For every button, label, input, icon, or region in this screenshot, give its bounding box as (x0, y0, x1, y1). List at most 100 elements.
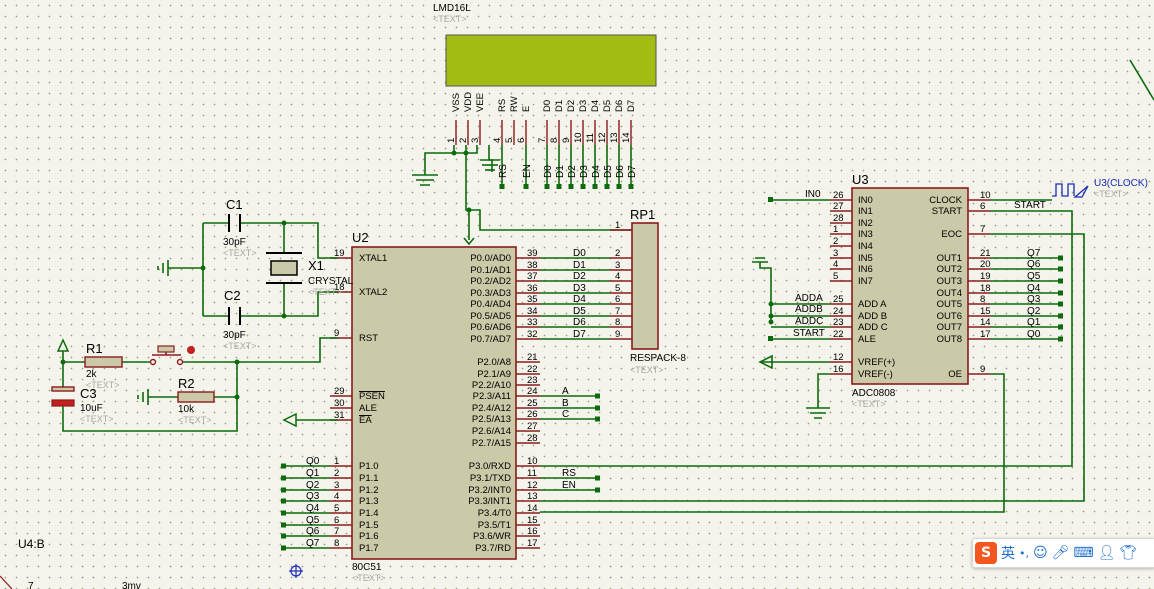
u3-left-pin-number: 1 (833, 224, 838, 235)
u2-left-pin-number: 7 (334, 526, 339, 537)
ime-language-toggle[interactable]: 英 (1001, 546, 1015, 562)
lcd-bus-label: D0 (543, 165, 554, 178)
adc-out-terminal (1058, 255, 1063, 261)
u2-right-pin-number: 26 (527, 409, 538, 420)
adc-out-label: Q2 (1027, 306, 1041, 317)
lcd-pin-name: D0 (542, 100, 553, 112)
c3-text-tag: <TEXT> (80, 414, 114, 424)
lcd-wiring (412, 145, 632, 246)
user-icon[interactable]: 👤︎ (1097, 545, 1116, 561)
u2-right-pin-name: P3.4/T0 (478, 508, 511, 519)
u3-right-pin-name: OUT5 (937, 299, 962, 310)
sogou-logo-icon[interactable]: S (975, 542, 997, 564)
p2-terminal (595, 405, 600, 411)
cursor-crosshair-icon (289, 564, 303, 578)
lcd-pin-name: VSS (451, 93, 462, 112)
adc-out-terminal (1058, 336, 1063, 342)
lcd-name: LMD16L (433, 3, 471, 14)
u2-part: 80C51 (352, 562, 382, 573)
rp1-pin-number: 8 (615, 317, 620, 328)
clock-waveform-icon (1052, 183, 1075, 197)
u2-right-pin-name: P0.1/AD1 (470, 265, 511, 276)
u3-left-pin-number: 16 (833, 364, 844, 375)
u2-left-pin-number: 1 (334, 456, 339, 467)
lcd-pin-name: D5 (602, 100, 613, 112)
adc-out-terminal (1058, 290, 1063, 296)
u2-left-pin-number: 19 (334, 248, 345, 259)
u3-right-pin-number: 18 (980, 283, 991, 294)
clock-probe-icon (1073, 185, 1089, 198)
c2-value: 30pF (223, 330, 246, 341)
u3-left-pin-name: IN3 (858, 229, 873, 240)
clock-source[interactable]: U3(CLOCK) <TEXT> (1052, 178, 1148, 199)
ea-power-arrow-icon (282, 412, 297, 428)
bottom-fragment-2: 3mv (122, 581, 141, 589)
p1-net-label: Q0 (306, 456, 320, 467)
u3-left-pin-name: IN7 (858, 276, 873, 287)
u2-right-pin-name: P2.2/A10 (472, 380, 511, 391)
p2-net-label: A (562, 386, 569, 397)
u3-left-pin-name: IN6 (858, 264, 873, 275)
rp1-pin-number: 2 (615, 248, 620, 259)
u3-right-pin-name: OUT6 (937, 311, 962, 322)
lcd-pin-number: 13 (609, 132, 620, 143)
u2-right-pin-number: 35 (527, 294, 538, 305)
u3-right-pin-name: START (932, 206, 962, 217)
u3-right-pin-number: 6 (980, 201, 985, 212)
crystal-x1 (266, 252, 302, 284)
p1-net-label: Q2 (306, 480, 320, 491)
adc-out-label: Q5 (1027, 271, 1041, 282)
microphone-icon[interactable]: 🎤︎ (1051, 545, 1070, 561)
r1-resistor-icon (84, 356, 123, 368)
adc-out-label: Q3 (1027, 294, 1041, 305)
reset-circuit[interactable]: R1 2k <TEXT> C3 10uF <TEXT> R2 10k <TEXT… (51, 337, 338, 432)
clock-text-tag: <TEXT> (1094, 189, 1128, 199)
p1-terminal (281, 522, 286, 528)
u3-left-pin-number: 24 (833, 306, 844, 317)
shirt-icon[interactable]: 👕︎ (1119, 545, 1138, 561)
u2-left-pin-name: P1.0 (359, 461, 379, 472)
oscillator-circuit[interactable]: C1 30pF <TEXT> C2 30pF <TEXT> X1 CRYSTAL… (157, 197, 354, 351)
p2-net-label: B (562, 398, 569, 409)
u2-right-pin-number: 10 (527, 456, 538, 467)
u3-right-pin-name: CLOCK (929, 195, 962, 206)
emoji-icon[interactable]: ☺ (1033, 545, 1048, 561)
r1-ref: R1 (86, 341, 103, 356)
power-terminal-icon (56, 338, 70, 352)
u3-left-pin-name: ADD B (858, 311, 887, 322)
u3-body (851, 187, 969, 385)
c1-ref: C1 (226, 197, 243, 212)
lcd-pin-number: 9 (561, 138, 572, 143)
u2-right-pin-number: 32 (527, 329, 538, 340)
c3-value: 10uF (80, 403, 103, 414)
ime-toolbar[interactable]: S 英 •, ☺ 🎤︎ ⌨ 👤︎ 👕︎ (972, 538, 1154, 568)
p3-terminal (595, 475, 600, 481)
u2-right-pin-name: P3.3/INT1 (468, 496, 511, 507)
u3-right-pin-name: OE (948, 369, 962, 380)
rp1-pin-number: 6 (615, 294, 620, 305)
reset-button-icon[interactable] (149, 345, 196, 366)
keyboard-icon[interactable]: ⌨ (1073, 545, 1094, 561)
lcd-pin-number: 5 (504, 138, 515, 143)
u2-left-pin-name: P1.2 (359, 485, 379, 496)
lcd-bus-terminal (604, 184, 610, 189)
u2-right-pin-number: 16 (527, 526, 538, 537)
lcd-lm016l[interactable]: LMD16L <TEXT> VSS1VDD2VEE3RS4RW5E6D07D18… (433, 3, 657, 189)
lcd-bus-label: RS (498, 164, 509, 178)
u2-right-pin-number: 15 (527, 515, 538, 526)
p1-terminal (281, 510, 286, 516)
c3-capacitor-icon (51, 386, 75, 392)
r1-text-tag: <TEXT> (86, 380, 120, 390)
u2-right-pin-name: P2.0/A8 (477, 357, 511, 368)
adc-out-terminal (1058, 313, 1063, 319)
ime-punctuation-toggle[interactable]: •, (1019, 546, 1029, 560)
u3-right-pin-name: OUT7 (937, 322, 962, 333)
u2-right-pin-number: 33 (527, 317, 538, 328)
lcd-bus-terminal (568, 184, 574, 189)
p2-net-label: C (562, 409, 569, 420)
u2-right-pin-number: 24 (527, 386, 538, 397)
